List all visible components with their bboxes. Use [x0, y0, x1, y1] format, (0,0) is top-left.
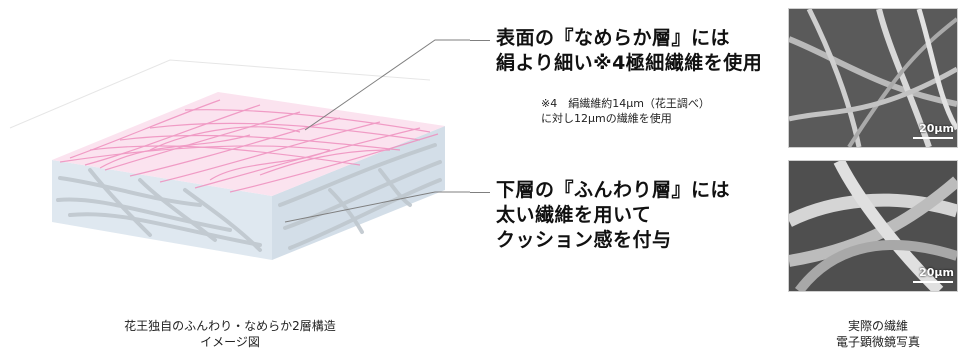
two-layer-structure-diagram — [9, 39, 470, 260]
footnote-line1: ※4 絹繊維約14μm（花王調べ） — [541, 97, 710, 110]
photo-caption-line2: 電子顕微鏡写真 — [835, 335, 920, 349]
top-callout-line1: 表面の『なめらか層』には — [496, 27, 731, 49]
micrograph-bottom-scale-bar — [913, 281, 953, 283]
micrograph-top-scale-bar — [913, 137, 953, 139]
leader-line-bottom — [284, 191, 470, 223]
bottom-callout-heading: 下層の『ふんわり層』には 太い繊維を用いて クッション感を付与 — [496, 178, 730, 253]
footnote-line2: に対し12μmの繊維を使用 — [541, 112, 672, 125]
footnote-4: ※4 絹繊維約14μm（花王調べ） に対し12μmの繊維を使用 — [541, 96, 710, 126]
leader-line-top — [304, 39, 470, 131]
diagram-caption: 花王独自のふんわり・なめらか2層構造 イメージ図 — [80, 318, 380, 350]
coarse-fiber-layer — [56, 143, 442, 252]
slab-right-face — [272, 126, 445, 260]
photo-caption: 実際の繊維 電子顕微鏡写真 — [808, 318, 948, 350]
micrograph-top-image — [789, 9, 957, 147]
micrograph-bottom: 20μm — [788, 160, 958, 292]
photo-caption-line1: 実際の繊維 — [847, 319, 908, 333]
micrograph-bottom-scale-label: 20μm — [919, 266, 954, 279]
micrograph-bottom-image — [789, 161, 957, 291]
diagram-caption-line2: イメージ図 — [200, 335, 260, 349]
fine-fiber-layer — [59, 99, 439, 193]
bottom-callout-line1: 下層の『ふんわり層』には — [496, 179, 731, 201]
micrograph-top-scale-label: 20μm — [919, 122, 954, 135]
top-callout-heading: 表面の『なめらか層』には 絹より細い※4極細繊維を使用 — [496, 26, 762, 76]
bottom-callout-line2: 太い繊維を用いて — [496, 204, 652, 226]
background-outline — [9, 59, 431, 129]
micrograph-top: 20μm — [788, 8, 958, 148]
bottom-callout-line3: クッション感を付与 — [496, 229, 672, 251]
leader-line-top-extension — [470, 40, 490, 41]
diagram-caption-line1: 花王独自のふんわり・なめらか2層構造 — [124, 319, 336, 333]
leader-line-bottom-extension — [470, 192, 490, 193]
top-callout-line2: 絹より細い※4極細繊維を使用 — [496, 52, 763, 74]
